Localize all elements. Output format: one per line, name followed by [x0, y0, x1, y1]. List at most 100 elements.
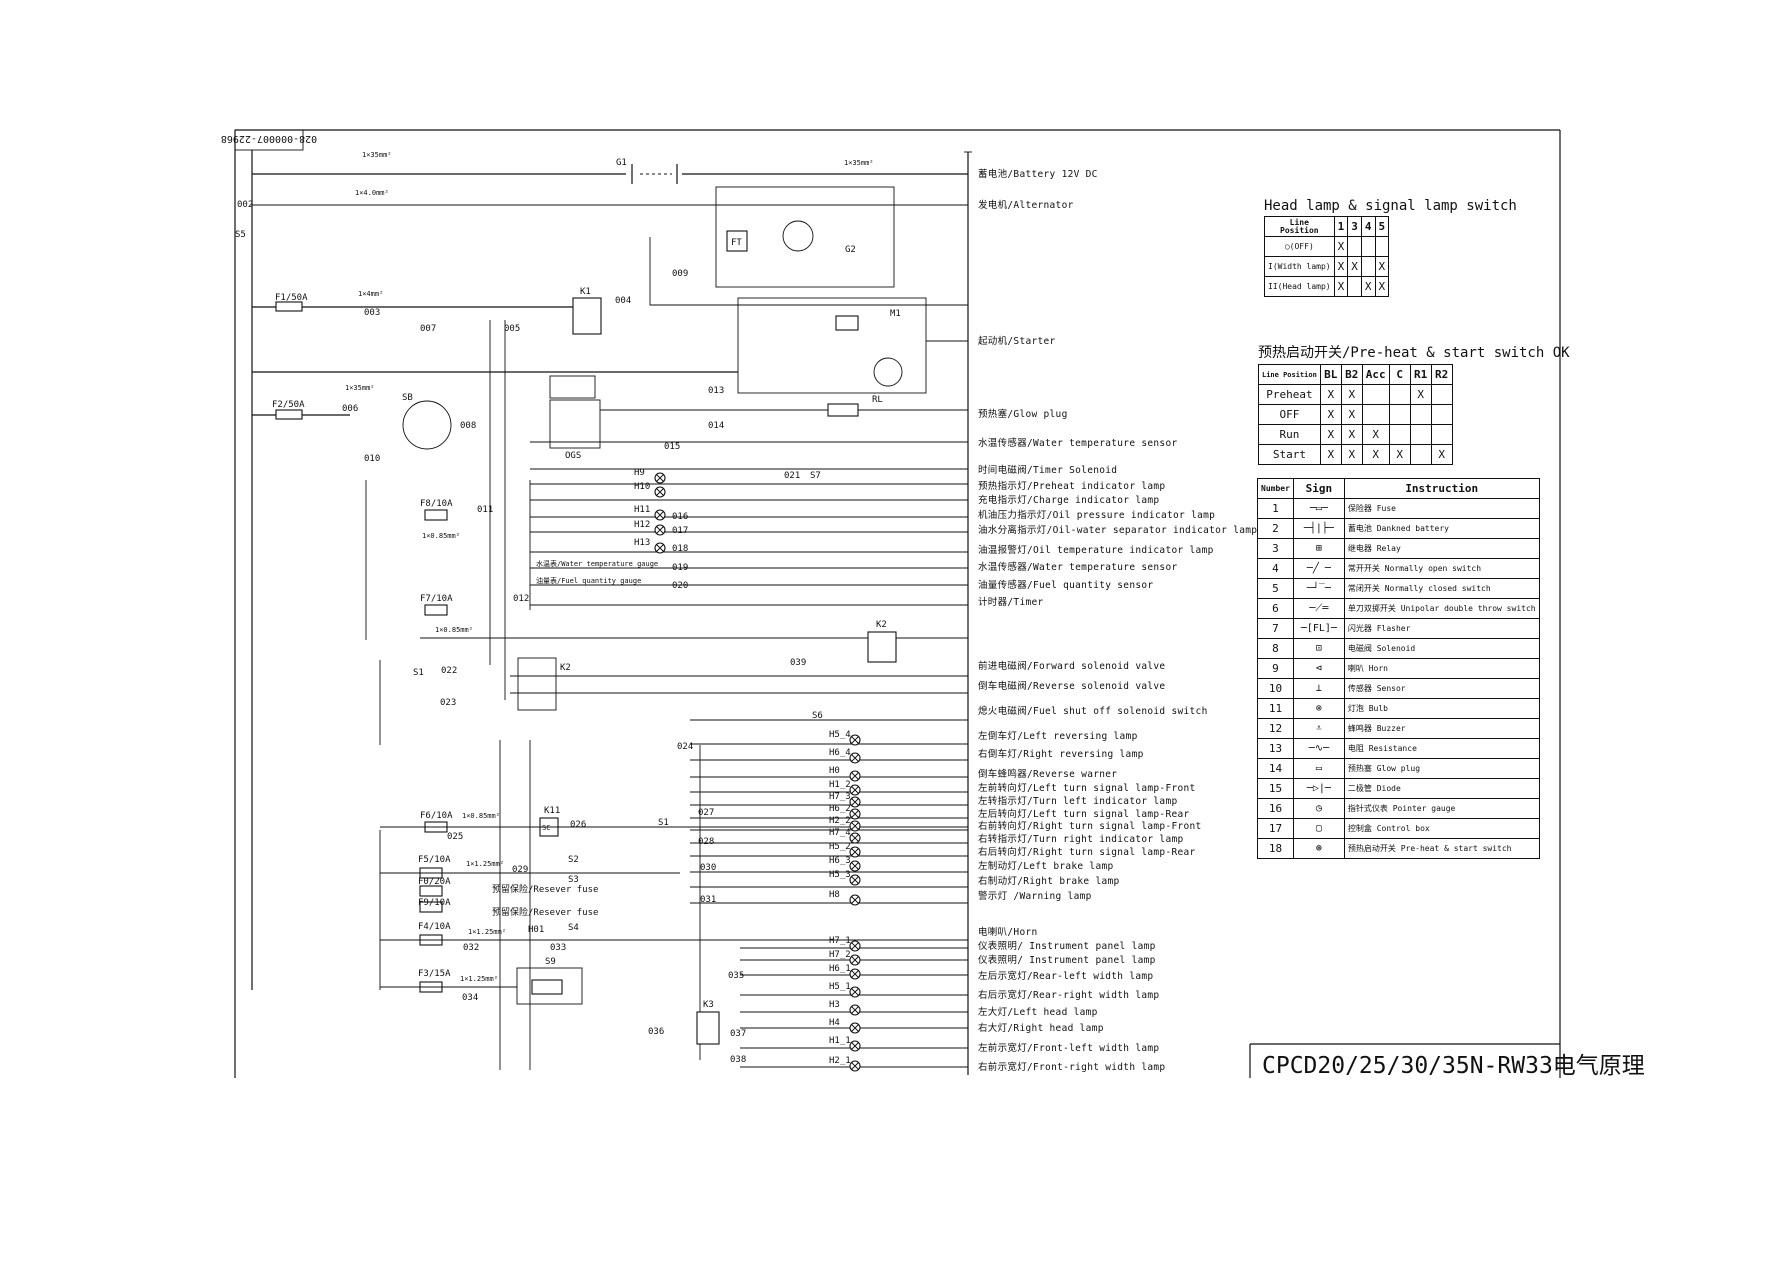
wire-number: 020	[672, 581, 688, 591]
lamp-label: H3	[829, 1000, 840, 1010]
lamp-label: H7_3	[829, 792, 851, 802]
bulb-cross	[656, 488, 664, 496]
headlamp-cell	[1374, 236, 1390, 257]
legend-instruction: 蜂鸣器 Buzzer	[1343, 718, 1540, 739]
headlamp-cell	[1347, 276, 1362, 297]
load-label: 右前示宽灯/Front-right width lamp	[978, 1061, 1165, 1073]
wire-spec-10: 1×1.25mm²	[460, 975, 498, 983]
preheat-cell: X	[1319, 384, 1342, 405]
lamp-label: H7_4	[829, 828, 851, 838]
legend-row: 2─┤|├─蓄电池 Dankned battery	[1257, 518, 1540, 539]
legend-number: 2	[1257, 518, 1294, 539]
load-label: 右制动灯/Right brake lamp	[978, 875, 1120, 887]
legend-row: 12⩡蜂鸣器 Buzzer	[1257, 718, 1540, 739]
lamp-label: H5_4	[829, 730, 851, 740]
fuse-f0	[419, 885, 443, 897]
alternator-rotor	[782, 220, 814, 252]
fuse-f8-label: F8/10A	[420, 499, 453, 509]
lamp-label: H5_2	[829, 842, 851, 852]
fuse-f3-label: F3/15A	[418, 969, 451, 979]
vertical-wires	[365, 320, 701, 1070]
load-label: 电喇叭/Horn	[978, 926, 1038, 938]
wire-number: 024	[677, 742, 693, 752]
lamp-label: H6_2	[829, 804, 851, 814]
col-4: 4	[1360, 216, 1376, 237]
legend-instruction: 预热启动开关 Pre-heat & start switch	[1343, 838, 1540, 859]
bulb-cross	[656, 526, 664, 534]
preheat-cell: X	[1340, 404, 1363, 425]
lower-fuses	[419, 509, 448, 993]
legend-number: 6	[1257, 598, 1294, 619]
bulb-cross	[656, 544, 664, 552]
lamp-label: H7_2	[829, 950, 851, 960]
bulb-cross	[851, 736, 859, 744]
load-label: 左前示宽灯/Front-left width lamp	[978, 1042, 1159, 1054]
relay-k3	[696, 1011, 720, 1045]
legend-header-sign: Sign	[1292, 478, 1345, 499]
switch-s7-tag: S7	[810, 471, 821, 481]
key-switch-sb	[402, 400, 452, 450]
wire-spec-8: 1×1.25mm²	[466, 860, 504, 868]
relay-k3-tag: K3	[703, 1000, 714, 1010]
ogs-top-block	[549, 375, 596, 399]
load-label: 发电机/Alternator	[978, 199, 1074, 211]
resistance-icon: ─∿─	[1292, 738, 1345, 759]
legend-row: 13─∿─电阻 Resistance	[1257, 738, 1540, 759]
headlamp-position: ○(OFF)	[1264, 236, 1335, 257]
headlamp-position: I(Width lamp)	[1264, 256, 1335, 277]
wire-number: 031	[700, 895, 716, 905]
legend-number: 4	[1257, 558, 1294, 579]
starter-motor	[873, 357, 903, 387]
lamp-label: H6_3	[829, 856, 851, 866]
preheat-cell: X	[1319, 424, 1342, 445]
wire-number: 005	[504, 324, 520, 334]
bulb-cross	[851, 942, 859, 950]
headlamp-cell	[1360, 256, 1376, 277]
lamp-label: H0	[829, 766, 840, 776]
wire-number: 021	[784, 471, 800, 481]
legend-instruction: 继电器 Relay	[1343, 538, 1540, 559]
bulb-cross	[851, 834, 859, 842]
preheat-cell: X	[1430, 444, 1453, 465]
relay-icon: ⊞	[1292, 538, 1345, 559]
load-label: 左制动灯/Left brake lamp	[978, 860, 1114, 872]
title-block-text: CPCD20/25/30/35N-RW33电气原理	[1262, 1053, 1645, 1079]
wire-numbers: 0020030040050060070080090100110120130140…	[237, 200, 806, 1065]
legend-number: 11	[1257, 698, 1294, 719]
lamp-label: H11	[634, 505, 650, 515]
load-label: 右后示宽灯/Rear-right width lamp	[978, 989, 1159, 1001]
preheat-cell	[1409, 404, 1432, 425]
corner-top: Line	[1289, 217, 1309, 227]
legend-instruction: 单刀双掷开关 Unipolar double throw switch	[1343, 598, 1540, 619]
load-label: 机油压力指示灯/Oil pressure indicator lamp	[978, 509, 1215, 521]
legend-number: 12	[1257, 718, 1294, 739]
wire-number: 037	[730, 1029, 746, 1039]
single-double-switch-icon: ─⟋═	[1292, 598, 1345, 619]
ogs-tag: OGS	[565, 451, 581, 461]
bulb-cross	[851, 822, 859, 830]
col-bl: BL	[1319, 364, 1342, 385]
wire-number: 017	[672, 526, 688, 536]
preheat-start-switch-icon: ⊛	[1292, 838, 1345, 859]
wire-number: 015	[664, 442, 680, 452]
fuse-f9	[419, 901, 443, 913]
load-label: 右倒车灯/Right reversing lamp	[978, 748, 1144, 760]
legend-instruction: 蓄电池 Dankned battery	[1343, 518, 1540, 539]
load-label: 左大灯/Left head lamp	[978, 1006, 1098, 1018]
preheat-cell	[1388, 424, 1411, 445]
preheat-cell	[1409, 424, 1432, 445]
wire-number: 002	[237, 200, 253, 210]
lamp-label: H5_1	[829, 982, 851, 992]
wire-number: 030	[700, 863, 716, 873]
load-label: 时间电磁阀/Timer Solenoid	[978, 464, 1117, 476]
wire-number: 004	[615, 296, 631, 306]
preheat-cell: X	[1340, 444, 1363, 465]
wire-number: 006	[342, 404, 358, 414]
